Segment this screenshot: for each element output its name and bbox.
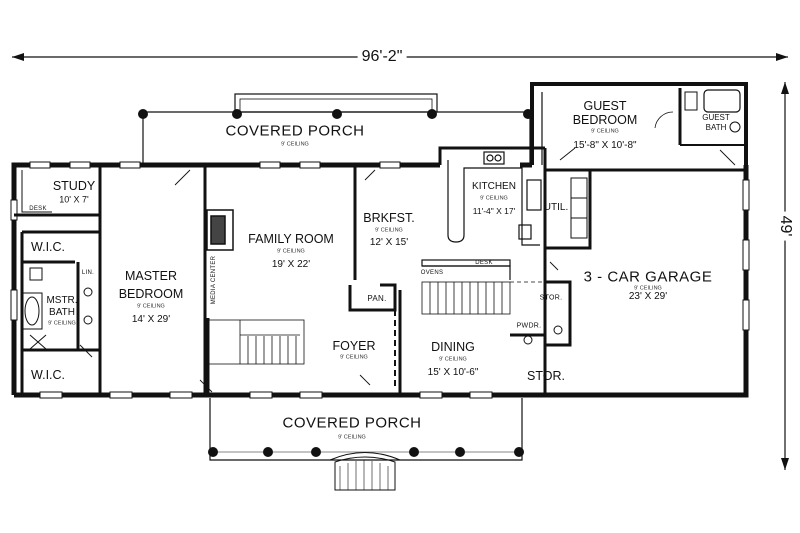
kitchen-size: 11'-4" X 17' [472,205,516,216]
study-desk [21,170,52,213]
media-center-label: MEDIA CENTER [211,255,217,305]
dining-ceiling: 9' CEILING [439,356,467,363]
pantry-label: PAN. [367,294,387,303]
rear-porch-label: COVERED PORCH [225,122,365,140]
garage-label: 3 - CAR GARAGE [583,268,713,286]
breakfast-size: 12' X 15' [369,237,409,248]
guest-bedroom-size: 15'-8" X 10'-8" [573,140,637,151]
guest-bath-label-1: GUEST [702,113,730,122]
front-porch-columns [208,447,524,457]
master-bath-ceiling: 9' CEILING [48,320,76,327]
front-porch-outline [209,398,523,491]
overall-width-label: 96'-2" [357,48,407,66]
wic-2-label: W.I.C. [30,367,66,382]
depth-dimension-line [781,82,789,470]
second-stair [421,281,545,315]
breakfast-dashed-opening [354,180,396,390]
exterior-wall-windows [10,161,750,399]
master-bath-label-1: MSTR. [46,295,78,306]
utility-fixtures [570,177,588,239]
breakfast-ceiling: 9' CEILING [375,227,403,234]
family-room-label: FAMILY ROOM [248,231,334,246]
dining-size: 15' X 10'-6" [427,367,479,378]
kitchen-desk-label: DESK [475,260,493,266]
main-stair [206,318,305,395]
guest-bedroom-label-2: BEDROOM [572,112,638,127]
ovens-label: OVENS [420,270,444,276]
garage-ceiling: 9' CEILING [634,285,662,292]
rear-porch-columns [138,109,533,119]
study-size: 10' X 7' [59,194,89,205]
front-porch-label: COVERED PORCH [282,414,422,432]
powder-label: PWDR. [516,322,542,330]
kitchen-counters [447,151,542,246]
master-bath-label-2: BATH [49,307,75,318]
kitchen-label: KITCHEN [472,181,516,192]
master-bedroom-label-2: BEDROOM [118,286,184,301]
foyer-label: FOYER [332,338,376,353]
utility-label: UTIL. [543,202,569,213]
door-swings [79,147,736,393]
wic-1-label: W.I.C. [30,239,66,254]
family-room-ceiling: 9' CEILING [277,248,305,255]
fireplace [206,209,234,251]
linen-label: LIN. [81,270,95,276]
kitchen-ceiling: 9' CEILING [480,195,508,202]
family-room-size: 19' X 22' [271,259,311,270]
study-label: STUDY [52,178,96,193]
small-storage-label: STOR. [539,294,563,302]
guest-bedroom-ceiling: 9' CEILING [591,128,619,135]
front-porch-ceiling: 9' CEILING [338,434,366,441]
garage-storage-label: STOR. [527,368,565,383]
guest-wing-walls [530,82,748,165]
master-bedroom-label-1: MASTER [124,268,178,283]
garage-size: 23' X 29' [628,291,668,302]
overall-depth-label: 49' [776,211,794,241]
powder-fixtures [523,325,563,345]
utility-walls [545,168,746,347]
foyer-ceiling: 9' CEILING [340,354,368,361]
guest-bath-label-2: BATH [705,123,727,132]
dining-label: DINING [431,339,475,354]
guest-bedroom-label-1: GUEST [583,98,627,113]
master-bath-fixtures [21,267,93,350]
breakfast-label: BRKFST. [363,210,415,225]
study-desk-label: DESK [29,206,47,212]
master-bedroom-size: 14' X 29' [131,314,171,325]
master-suite-walls [14,165,102,395]
master-bedroom-ceiling: 9' CEILING [137,303,165,310]
rear-porch-ceiling: 9' CEILING [281,141,309,148]
ovens-desk-counter [421,259,511,280]
